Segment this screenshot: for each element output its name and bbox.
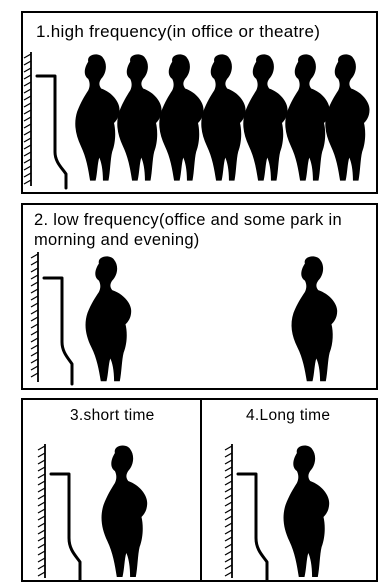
person-icon	[325, 54, 369, 180]
wall-icon	[24, 52, 31, 186]
person-icon	[285, 54, 329, 180]
person-icon	[117, 54, 161, 180]
wall-icon	[38, 444, 45, 578]
urinal-icon	[51, 474, 80, 580]
wall-icon	[31, 252, 38, 382]
person-icon	[159, 54, 203, 180]
person-icon	[201, 54, 245, 180]
person-icon	[243, 54, 287, 180]
urinal-icon	[44, 278, 72, 384]
person-icon	[75, 54, 119, 180]
person-icon	[284, 446, 330, 577]
person-icon	[292, 256, 338, 381]
urinal-icon	[37, 76, 66, 188]
person-icon	[86, 256, 132, 381]
urinal-icon	[238, 474, 267, 580]
wall-icon	[225, 444, 232, 578]
person-icon	[102, 446, 148, 577]
